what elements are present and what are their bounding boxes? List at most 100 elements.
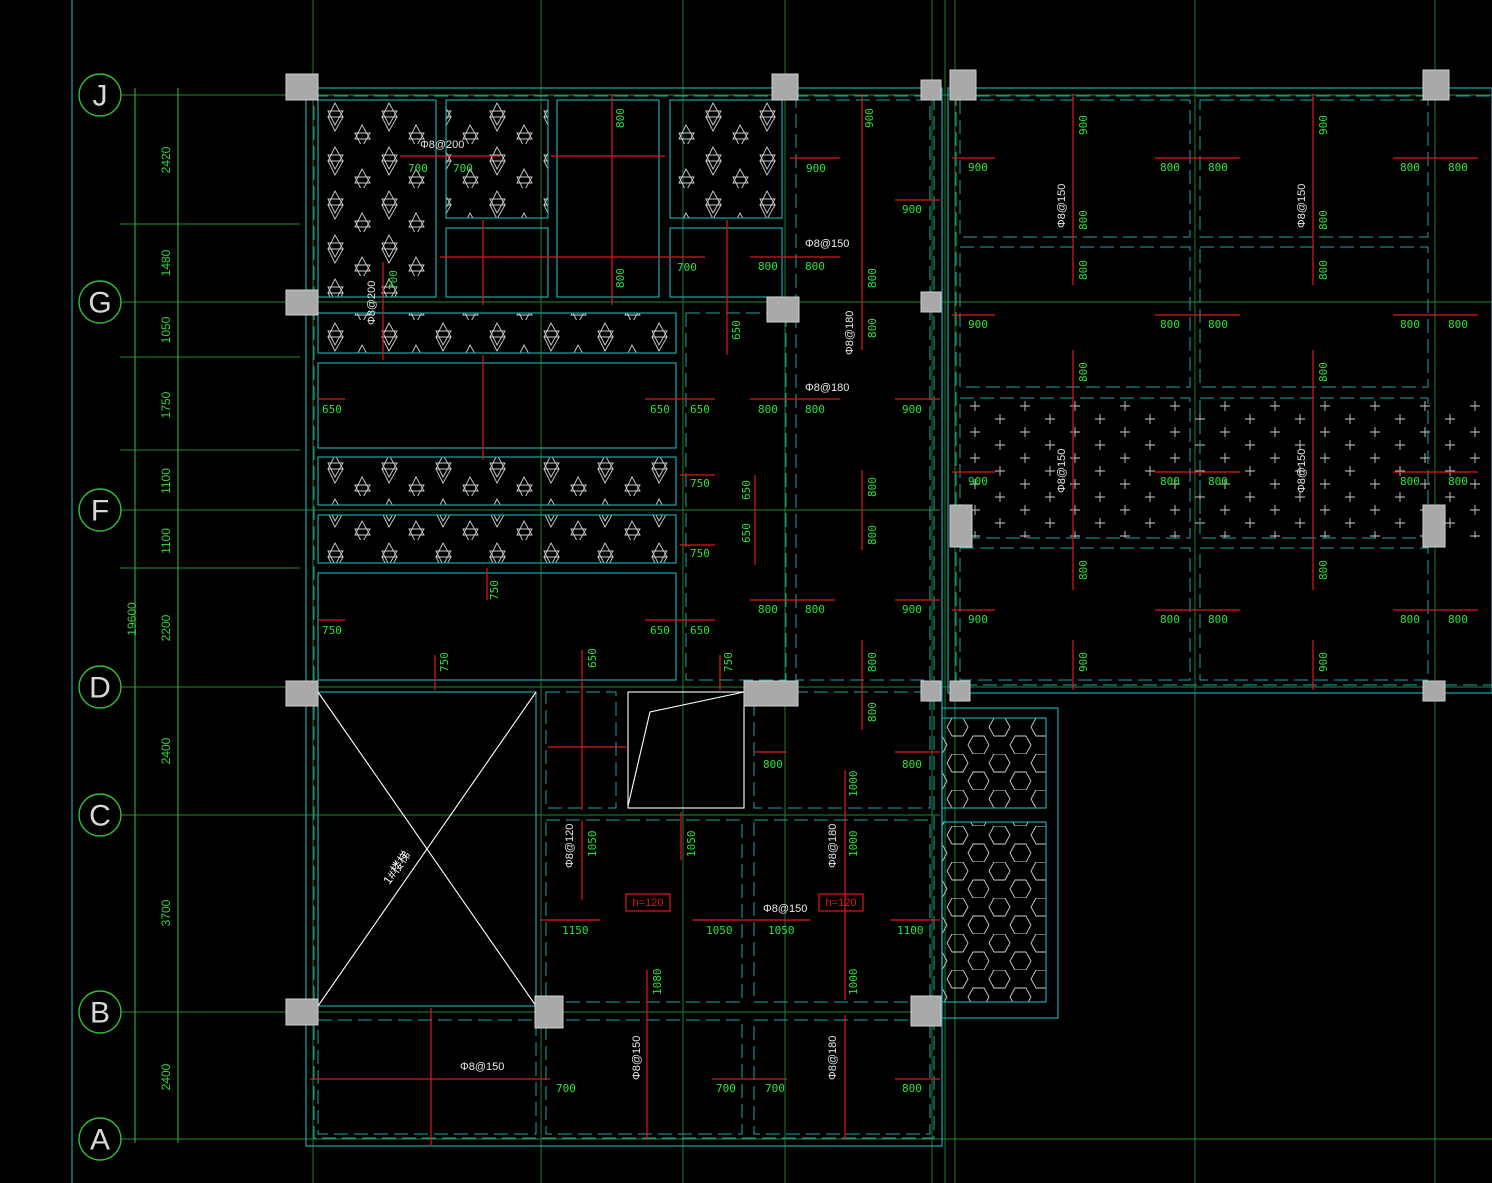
length-annotation: 650: [730, 320, 743, 340]
dim-2400-b: 2400: [159, 1063, 173, 1090]
dim-2420: 2420: [159, 146, 173, 173]
length-annotation: 750: [722, 652, 735, 672]
length-annotation: 650: [690, 403, 710, 416]
length-annotation: 800: [1317, 560, 1330, 580]
length-annotation: 800: [1160, 318, 1180, 331]
length-annotation: 800: [1208, 475, 1228, 488]
length-annotation: 800: [614, 268, 627, 288]
dim-1750: 1750: [159, 391, 173, 418]
axis-bubble-A: A: [78, 1117, 122, 1161]
rebar-note: Φ8@150: [1056, 184, 1068, 228]
length-annotation: 700: [556, 1082, 576, 1095]
length-annotation: 800: [758, 403, 778, 416]
rebar-note: Φ8@200: [420, 139, 464, 151]
length-annotation: 800: [866, 477, 879, 497]
slab-thickness-tag: h=120: [818, 893, 864, 912]
length-annotation: 800: [1208, 161, 1228, 174]
axis-bubble-D: D: [78, 665, 122, 709]
length-annotation: 800: [1317, 362, 1330, 382]
svg-text:D: D: [89, 672, 111, 705]
length-annotation: 800: [866, 318, 879, 338]
length-annotation: 750: [322, 624, 342, 637]
length-annotation: 900: [968, 613, 988, 626]
length-annotation: 800: [902, 1082, 922, 1095]
length-annotation: 900: [1317, 652, 1330, 672]
length-annotation: 750: [690, 547, 710, 560]
dim-1100-b: 1100: [159, 528, 173, 554]
length-annotation: 800: [1400, 613, 1420, 626]
length-annotation: 700: [387, 270, 400, 290]
length-annotation: 900: [1077, 652, 1090, 672]
shaft-opening: [627, 691, 745, 809]
length-annotation: 800: [1077, 362, 1090, 382]
length-annotation: 900: [902, 603, 922, 616]
rebar-note: Φ8@150: [1296, 449, 1308, 493]
svg-text:A: A: [90, 1124, 110, 1157]
length-annotation: 1050: [768, 924, 795, 937]
rebar-note: Φ8@150: [460, 1061, 504, 1073]
stair-opening: 1#楼梯: [317, 691, 537, 1007]
axis-bubble-C: C: [78, 793, 122, 837]
rebar-note: Φ8@150: [631, 1036, 643, 1080]
length-annotation: 800: [1400, 475, 1420, 488]
length-annotation: 800: [902, 758, 922, 771]
slab-tags: h=120 h=120: [625, 893, 864, 912]
length-annotation: 900: [1077, 115, 1090, 135]
length-annotation: 800: [1208, 613, 1228, 626]
length-annotation: 900: [863, 108, 876, 128]
length-annotation: 700: [408, 162, 428, 175]
length-annotation: 800: [614, 108, 627, 128]
length-annotation: 800: [1400, 161, 1420, 174]
hatched-slabs: [318, 100, 1492, 1002]
length-annotation: 900: [902, 203, 922, 216]
length-annotation: 650: [740, 480, 753, 500]
length-annotation: 1000: [847, 771, 860, 798]
length-annotation: 800: [1077, 560, 1090, 580]
length-annotation: 800: [758, 260, 778, 273]
length-annotation: 1080: [651, 969, 664, 996]
length-annotation: 900: [968, 475, 988, 488]
svg-text:J: J: [93, 80, 108, 113]
length-annotation: 900: [902, 403, 922, 416]
length-annotation: 1050: [586, 831, 599, 858]
length-annotation: 900: [968, 161, 988, 174]
length-annotation: 700: [677, 261, 697, 274]
length-annotation: 650: [650, 403, 670, 416]
length-annotation: 650: [740, 523, 753, 543]
axis-bubble-G: G: [78, 280, 122, 324]
length-annotation: 750: [488, 580, 501, 600]
dim-total: 19600: [125, 602, 139, 636]
svg-text:G: G: [88, 287, 111, 320]
rebar-note: Φ8@150: [1296, 184, 1308, 228]
slab-thickness-tag: h=120: [625, 893, 671, 912]
length-annotation: 800: [1448, 161, 1468, 174]
svg-text:h=120: h=120: [826, 897, 857, 909]
rebar-note: Φ8@150: [763, 903, 807, 915]
length-annotation: 700: [453, 162, 473, 175]
beam-outlines: [305, 87, 1492, 1147]
length-annotation: 800: [866, 525, 879, 545]
length-annotation: 800: [1317, 210, 1330, 230]
length-annotation: 800: [1160, 161, 1180, 174]
rebar-note: Φ8@180: [844, 311, 856, 355]
length-annotation: 1050: [706, 924, 733, 937]
length-annotation: 700: [716, 1082, 736, 1095]
axis-bubble-J: J: [78, 73, 122, 117]
rebar-note: Φ8@120: [564, 824, 576, 868]
length-annotation: 1150: [562, 924, 589, 937]
rebar-note: Φ8@150: [805, 238, 849, 250]
dim-2200: 2200: [159, 614, 173, 641]
length-annotation: 650: [650, 624, 670, 637]
axis-bubbles: J G F D C B A: [78, 73, 122, 1161]
length-annotation: 800: [758, 603, 778, 616]
length-annotation: 750: [438, 652, 451, 672]
length-annotation: 800: [866, 652, 879, 672]
rebar-note: Φ8@180: [827, 824, 839, 868]
rebar-note: Φ8@180: [805, 382, 849, 394]
rebar-lines: [310, 94, 1478, 1145]
length-annotation: 650: [322, 403, 342, 416]
stair-label: 1#楼梯: [379, 848, 413, 887]
length-annotation: 800: [1208, 318, 1228, 331]
rebar-note: Φ8@150: [1056, 449, 1068, 493]
